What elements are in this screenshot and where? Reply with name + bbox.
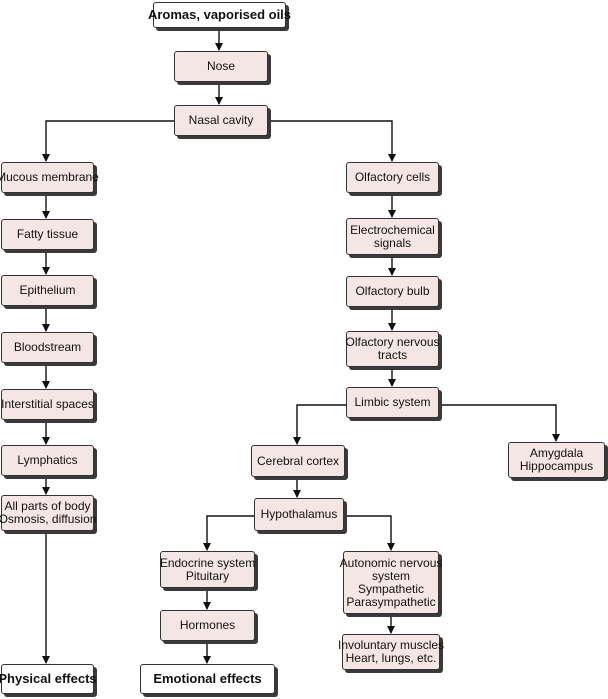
all-parts-node: All parts of body Osmosis, diffusion: [0, 495, 97, 531]
olfactory-tracts-node: Olfactory nervous tracts: [345, 331, 440, 367]
hypothalamus-label: Hypothalamus: [260, 507, 338, 521]
limbic-system-node: Limbic system: [346, 387, 439, 418]
electrochemical-line-1: Electrochemical: [350, 222, 435, 237]
emotional-effects-label: Emotional effects: [153, 671, 262, 686]
involuntary-muscles-node: Involuntary muscles Heart, lungs, etc.: [338, 634, 444, 670]
edge-hypo-autonomic: [344, 515, 395, 551]
edge-nasal-left: [42, 120, 174, 162]
lymphatics-label: Lymphatics: [17, 453, 78, 467]
all-parts-line-2: Osmosis, diffusion: [0, 512, 97, 526]
electrochemical-line-2: signals: [373, 235, 412, 250]
emotional-effects-node: Emotional effects: [140, 664, 275, 694]
olfactory-cells-node: Olfactory cells: [346, 162, 439, 193]
nose-node: Nose: [174, 51, 268, 82]
involuntary-line-2: Heart, lungs, etc.: [345, 651, 437, 665]
interstitial-spaces-label: Interstitial spaces: [1, 397, 94, 411]
olfactory-bulb-label: Olfactory bulb: [355, 284, 430, 298]
fatty-tissue-label: Fatty tissue: [16, 227, 79, 241]
hypothalamus-node: Hypothalamus: [254, 498, 344, 531]
amygdala-line-1: Amygdala: [529, 446, 584, 460]
limbic-system-label: Limbic system: [354, 395, 431, 409]
bloodstream-node: Bloodstream: [1, 332, 94, 363]
olfactory-bulb-node: Olfactory bulb: [346, 276, 439, 307]
nose-label: Nose: [206, 59, 235, 73]
nasal-cavity-node: Nasal cavity: [174, 105, 268, 136]
aromas-node: Aromas, vaporised oils: [148, 2, 291, 28]
endocrine-line-2: Pituitary: [185, 568, 230, 583]
nasal-cavity-label: Nasal cavity: [188, 113, 254, 127]
edge-hypo-endocrine: [203, 515, 254, 551]
fatty-tissue-node: Fatty tissue: [1, 219, 94, 250]
endocrine-system-node: Endocrine system Pituitary: [160, 551, 255, 588]
physical-effects-label: Physical effects: [0, 671, 97, 686]
edge-limbic-cortex: [293, 404, 346, 445]
edge-nasal-right: [268, 120, 396, 162]
autonomic-line-4: Parasympathetic: [346, 594, 436, 609]
olfactory-cells-label: Olfactory cells: [354, 170, 431, 184]
aromas-label: Aromas, vaporised oils: [147, 7, 292, 22]
endocrine-line-1: Endocrine system: [159, 555, 256, 570]
autonomic-line-1: Autonomic nervous: [339, 555, 443, 570]
autonomic-line-2: system: [371, 568, 410, 583]
cerebral-cortex-node: Cerebral cortex: [251, 445, 345, 477]
mucous-membrane-node: Mucous membrane: [0, 162, 99, 193]
olfactory-tracts-line-2: tracts: [377, 348, 408, 362]
cerebral-cortex-label: Cerebral cortex: [256, 453, 340, 468]
electrochemical-node: Electrochemical signals: [346, 218, 439, 255]
epithelium-node: Epithelium: [1, 275, 94, 306]
edge-limbic-amygdala: [439, 404, 560, 442]
all-parts-line-1: All parts of body: [4, 499, 91, 513]
amygdala-node: Amygdala Hippocampus: [508, 442, 605, 478]
amygdala-line-2: Hippocampus: [519, 459, 594, 473]
lymphatics-node: Lymphatics: [1, 445, 94, 476]
autonomic-line-3: Sympathetic: [357, 581, 425, 596]
autonomic-nervous-node: Autonomic nervous system Sympathetic Par…: [340, 551, 442, 614]
olfactory-tracts-line-1: Olfactory nervous: [345, 335, 440, 349]
mucous-membrane-label: Mucous membrane: [0, 170, 99, 184]
involuntary-line-1: Involuntary muscles: [337, 638, 445, 652]
bloodstream-label: Bloodstream: [13, 340, 82, 354]
hormones-node: Hormones: [160, 610, 255, 641]
physical-effects-node: Physical effects: [0, 664, 97, 694]
epithelium-label: Epithelium: [19, 283, 76, 297]
interstitial-spaces-node: Interstitial spaces: [1, 389, 94, 420]
hormones-label: Hormones: [179, 618, 236, 632]
